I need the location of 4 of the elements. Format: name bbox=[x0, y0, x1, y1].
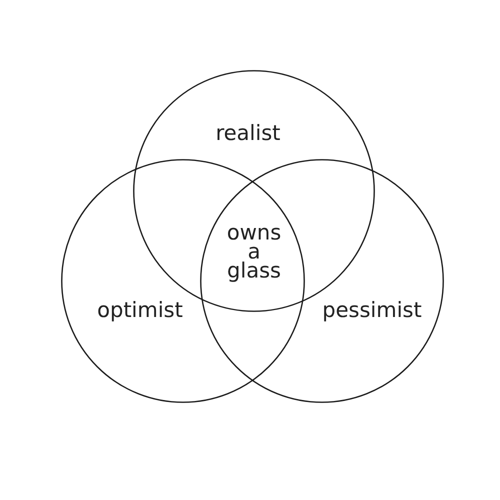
set-label: pessimist bbox=[322, 299, 422, 321]
set-label: realist bbox=[216, 122, 280, 144]
set-label: optimist bbox=[97, 299, 183, 321]
intersection-label: owns a glass bbox=[226, 224, 282, 280]
